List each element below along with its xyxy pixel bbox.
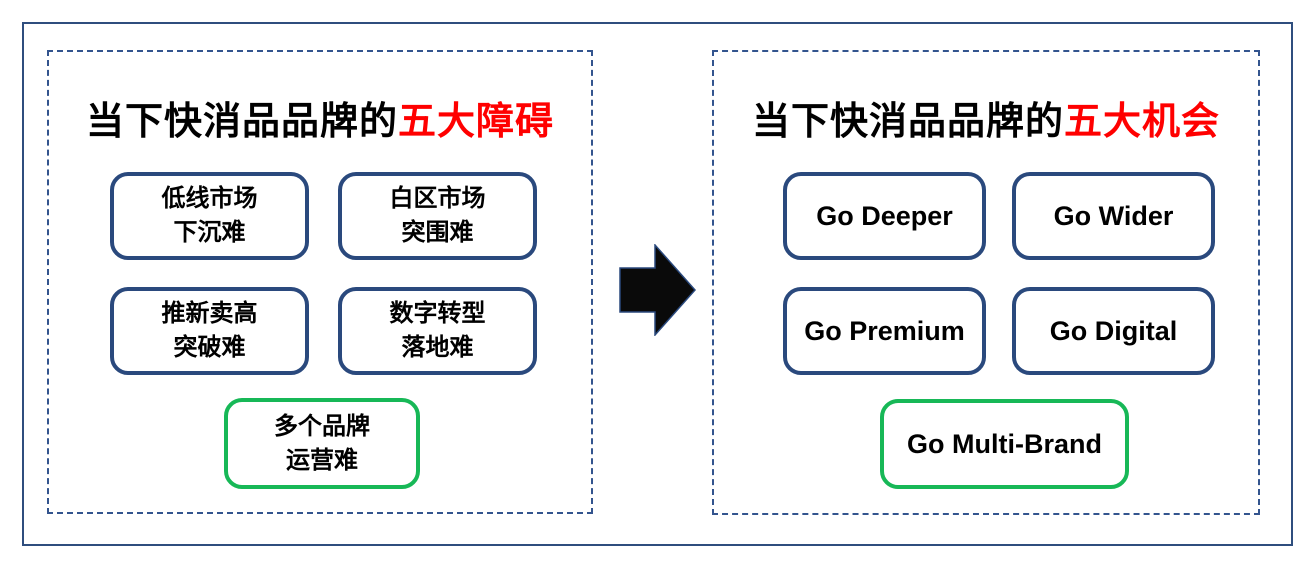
panel-opportunities: 当下快消品品牌的五大机会 Go Deeper Go Wider Go Premi… — [712, 50, 1260, 515]
opportunity-box-label: Go Deeper — [816, 200, 953, 231]
title-highlight-red: 五大障碍 — [398, 101, 555, 143]
opportunity-box-go-premium: Go Premium — [783, 287, 986, 375]
panel-barriers-title: 当下快消品品牌的五大障碍 — [49, 90, 591, 145]
panel-opportunities-title: 当下快消品品牌的五大机会 — [714, 90, 1258, 145]
right-arrow-icon — [619, 243, 697, 337]
barrier-box-white-space-market: 白区市场 突围难 — [338, 172, 537, 260]
title-highlight-red: 五大机会 — [1064, 101, 1221, 143]
title-prefix: 当下快消品品牌的 — [751, 101, 1064, 143]
barrier-box-digital-transformation: 数字转型 落地难 — [338, 287, 537, 375]
opportunity-box-go-wider: Go Wider — [1012, 172, 1215, 260]
title-prefix: 当下快消品品牌的 — [85, 101, 398, 143]
barrier-box-label: 低线市场 下沉难 — [161, 185, 258, 246]
opportunity-box-label: Go Premium — [804, 315, 965, 346]
opportunity-box-go-deeper: Go Deeper — [783, 172, 986, 260]
panel-barriers: 当下快消品品牌的五大障碍 低线市场 下沉难 白区市场 突围难 推新卖高 突破难 … — [47, 50, 593, 514]
barrier-box-label: 多个品牌 运营难 — [274, 412, 370, 474]
barrier-box-label: 数字转型 落地难 — [389, 300, 486, 361]
barrier-box-low-tier-market: 低线市场 下沉难 — [110, 172, 309, 260]
opportunity-box-go-digital: Go Digital — [1012, 287, 1215, 375]
barrier-box-multi-brand-operation: 多个品牌 运营难 — [224, 398, 420, 489]
opportunity-box-label: Go Digital — [1049, 315, 1178, 346]
opportunity-box-label: Go Multi-Brand — [907, 428, 1102, 459]
barrier-box-new-premium-products: 推新卖高 突破难 — [110, 287, 309, 375]
opportunity-box-label: Go Wider — [1053, 200, 1174, 231]
opportunity-box-go-multi-brand: Go Multi-Brand — [880, 399, 1129, 489]
barrier-box-label: 推新卖高 突破难 — [161, 300, 258, 361]
barrier-box-label: 白区市场 突围难 — [389, 185, 486, 246]
